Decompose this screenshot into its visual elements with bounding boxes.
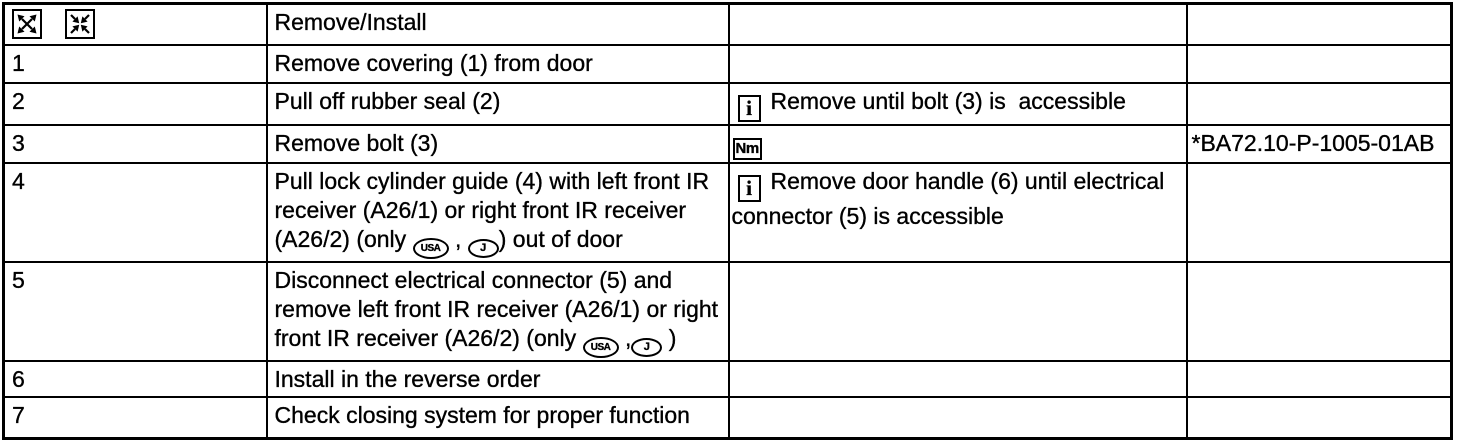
torque-nm-icon: Nm xyxy=(732,137,762,160)
expand-arrows-icon[interactable] xyxy=(12,9,42,39)
note-cell: i Remove until bolt (3) is accessible xyxy=(727,81,1188,126)
instruction-cell: Remove bolt (3) xyxy=(265,123,730,164)
info-icon: i xyxy=(737,174,761,202)
table-row: 2 Pull off rubber seal (2) i Remove until… xyxy=(2,81,1453,126)
note-cell xyxy=(727,43,1188,84)
table-row: 4 Pull lock cylinder guide (4) with left… xyxy=(2,161,1453,263)
reference-cell xyxy=(1185,260,1453,362)
reference-cell xyxy=(1185,81,1453,126)
note-cell xyxy=(727,395,1188,440)
table-row: 5 Disconnect electrical connector (5) an… xyxy=(2,260,1453,362)
step-number-cell: 3 xyxy=(2,123,268,164)
collapse-arrows-icon[interactable] xyxy=(65,9,96,39)
table-title: Remove/Install xyxy=(274,9,427,35)
instruction-cell: Remove covering (1) from door xyxy=(265,43,730,84)
note-text: Remove door handle (6) until electrical … xyxy=(731,167,1171,229)
header-title-cell: Remove/Install xyxy=(265,2,730,46)
instruction-cell: Check closing system for proper function xyxy=(265,395,730,440)
reference-cell: *BA72.10-P-1005-01AB xyxy=(1185,123,1453,164)
step-number-cell: 7 xyxy=(2,395,268,440)
reference-cell xyxy=(1185,359,1453,398)
table-row: 1 Remove covering (1) from door xyxy=(2,43,1453,84)
country-badge-j-icon: J xyxy=(631,337,663,357)
table-row: 7 Check closing system for proper functi… xyxy=(2,395,1453,440)
table-row: 6 Install in the reverse order xyxy=(2,359,1453,398)
table-row: 3 Remove bolt (3) Nm *BA72.10-P-1005-01A… xyxy=(2,123,1453,164)
step-number-cell: 2 xyxy=(2,81,268,126)
reference-cell xyxy=(1185,395,1453,440)
country-badge-usa-icon: USA xyxy=(582,336,619,358)
reference-cell xyxy=(1185,43,1453,84)
header-row: Remove/Install xyxy=(2,2,1453,46)
note-cell: Nm xyxy=(727,123,1188,164)
country-badge-usa-icon: USA xyxy=(412,237,449,259)
instruction-cell: Disconnect electrical connector (5) and … xyxy=(265,260,730,362)
step-number-cell: 4 xyxy=(2,161,268,263)
instruction-cell: Pull lock cylinder guide (4) with left f… xyxy=(265,161,730,263)
torque-reference-link[interactable]: *BA72.10-P-1005-01AB xyxy=(1191,129,1435,156)
note-cell xyxy=(727,260,1188,362)
header-icons-cell xyxy=(2,2,268,46)
header-note-cell xyxy=(727,2,1188,46)
step-number-cell: 6 xyxy=(2,359,268,398)
step-number-cell: 1 xyxy=(2,43,268,84)
header-ref-cell xyxy=(1185,2,1453,46)
info-icon: i xyxy=(737,94,761,122)
step-number-cell: 5 xyxy=(2,260,268,362)
reference-cell xyxy=(1185,161,1453,263)
note-cell xyxy=(727,359,1188,398)
instruction-cell: Pull off rubber seal (2) xyxy=(265,81,730,126)
country-badge-j-icon: J xyxy=(467,238,499,258)
instruction-cell: Install in the reverse order xyxy=(265,359,730,398)
note-text: Remove until bolt (3) is accessible xyxy=(770,87,1126,114)
